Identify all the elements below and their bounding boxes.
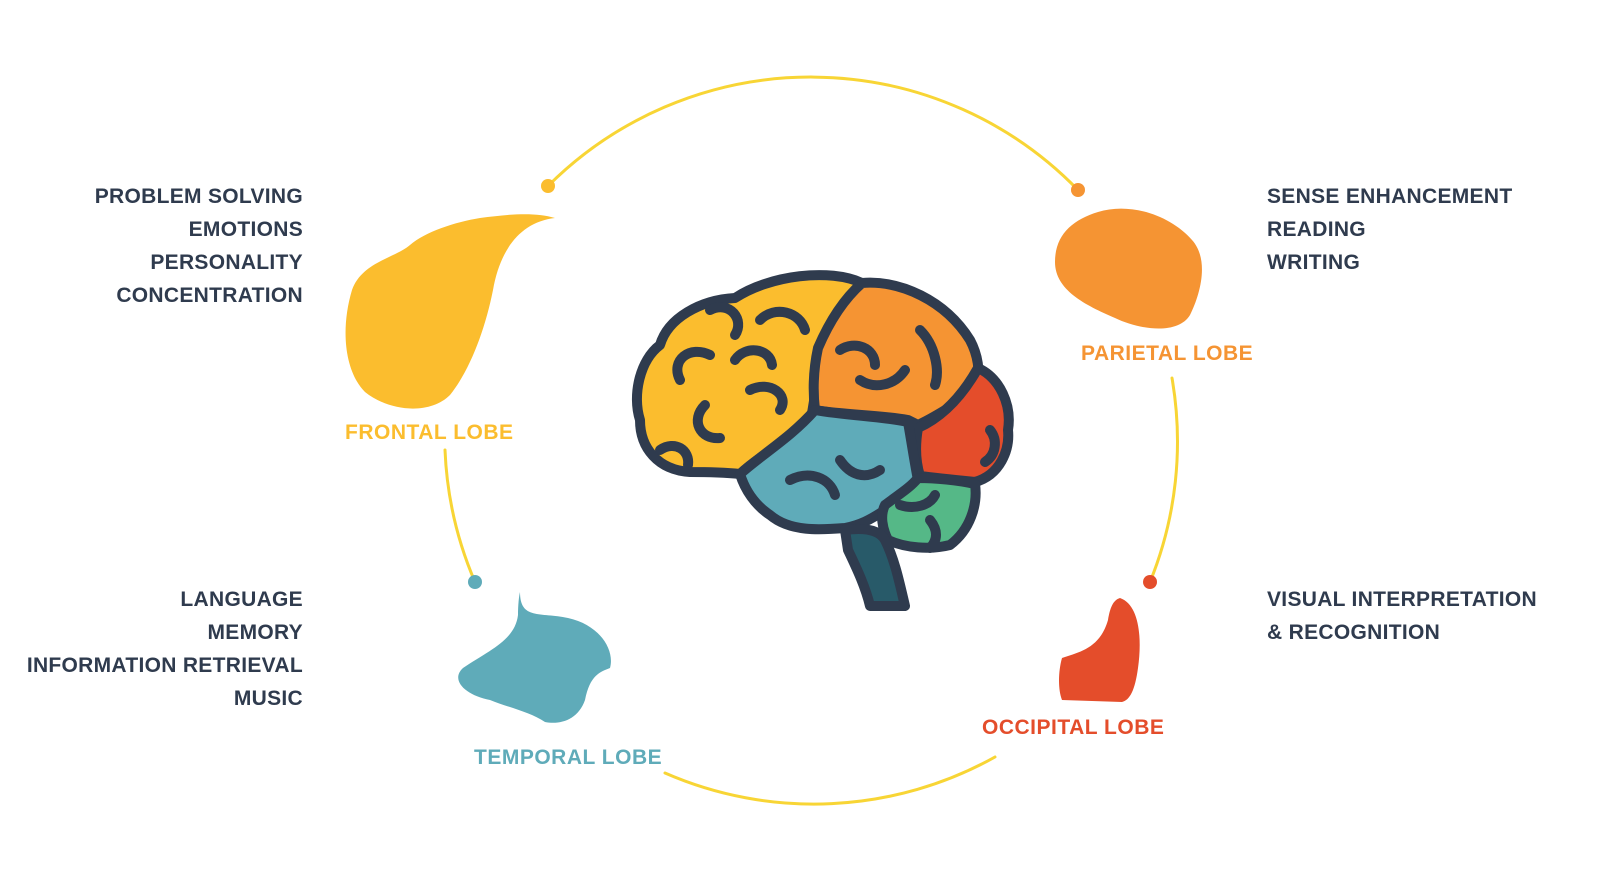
function-item: EMOTIONS <box>188 218 303 241</box>
ring-dot-temporal <box>468 575 482 589</box>
brain-illustration <box>632 270 1014 611</box>
brain-cerebellum-region <box>877 473 981 553</box>
brain-folds <box>655 302 1000 553</box>
temporal-lobe-shape <box>458 592 611 723</box>
function-item: PROBLEM SOLVING <box>94 185 303 208</box>
ring-arc-left <box>443 448 477 584</box>
function-item: READING <box>1267 218 1366 241</box>
function-item: MEMORY <box>207 621 303 644</box>
function-item: PERSONALITY <box>150 251 303 274</box>
function-item: SENSE ENHANCEMENT <box>1267 185 1513 208</box>
function-item: CONCENTRATION <box>116 284 303 307</box>
function-item: & RECOGNITION <box>1267 621 1441 644</box>
connector-ring <box>443 75 1179 806</box>
ring-arc-top <box>546 75 1080 192</box>
ring-arc-right <box>1148 376 1179 584</box>
parietal-lobe-shape <box>1055 208 1202 329</box>
brain-stem-region <box>840 524 910 611</box>
ring-dot-parietal <box>1071 183 1085 197</box>
brain-temporal-region <box>735 405 923 535</box>
ring-dot-occipital <box>1143 575 1157 589</box>
frontal-lobe-functions: PROBLEM SOLVING EMOTIONS PERSONALITY CON… <box>95 180 303 312</box>
occipital-lobe-shape <box>1059 598 1140 702</box>
function-item: VISUAL INTERPRETATION <box>1267 588 1537 611</box>
function-item: LANGUAGE <box>180 588 303 611</box>
frontal-lobe-shape <box>345 214 555 409</box>
parietal-lobe-functions: SENSE ENHANCEMENT READING WRITING <box>1267 180 1512 279</box>
function-item: WRITING <box>1267 251 1361 274</box>
occipital-lobe-functions: VISUAL INTERPRETATION & RECOGNITION <box>1267 583 1537 649</box>
function-item: INFORMATION RETRIEVAL <box>26 654 303 677</box>
temporal-lobe-title: TEMPORAL LOBE <box>474 746 663 769</box>
frontal-lobe-title: FRONTAL LOBE <box>345 421 514 444</box>
ring-arc-bottom <box>663 755 997 806</box>
ring-dot-frontal <box>541 179 555 193</box>
parietal-lobe-title: PARIETAL LOBE <box>1081 342 1254 365</box>
function-item: MUSIC <box>233 687 303 710</box>
occipital-lobe-title: OCCIPITAL LOBE <box>982 716 1165 739</box>
temporal-lobe-functions: LANGUAGE MEMORY INFORMATION RETRIEVAL MU… <box>27 583 303 715</box>
